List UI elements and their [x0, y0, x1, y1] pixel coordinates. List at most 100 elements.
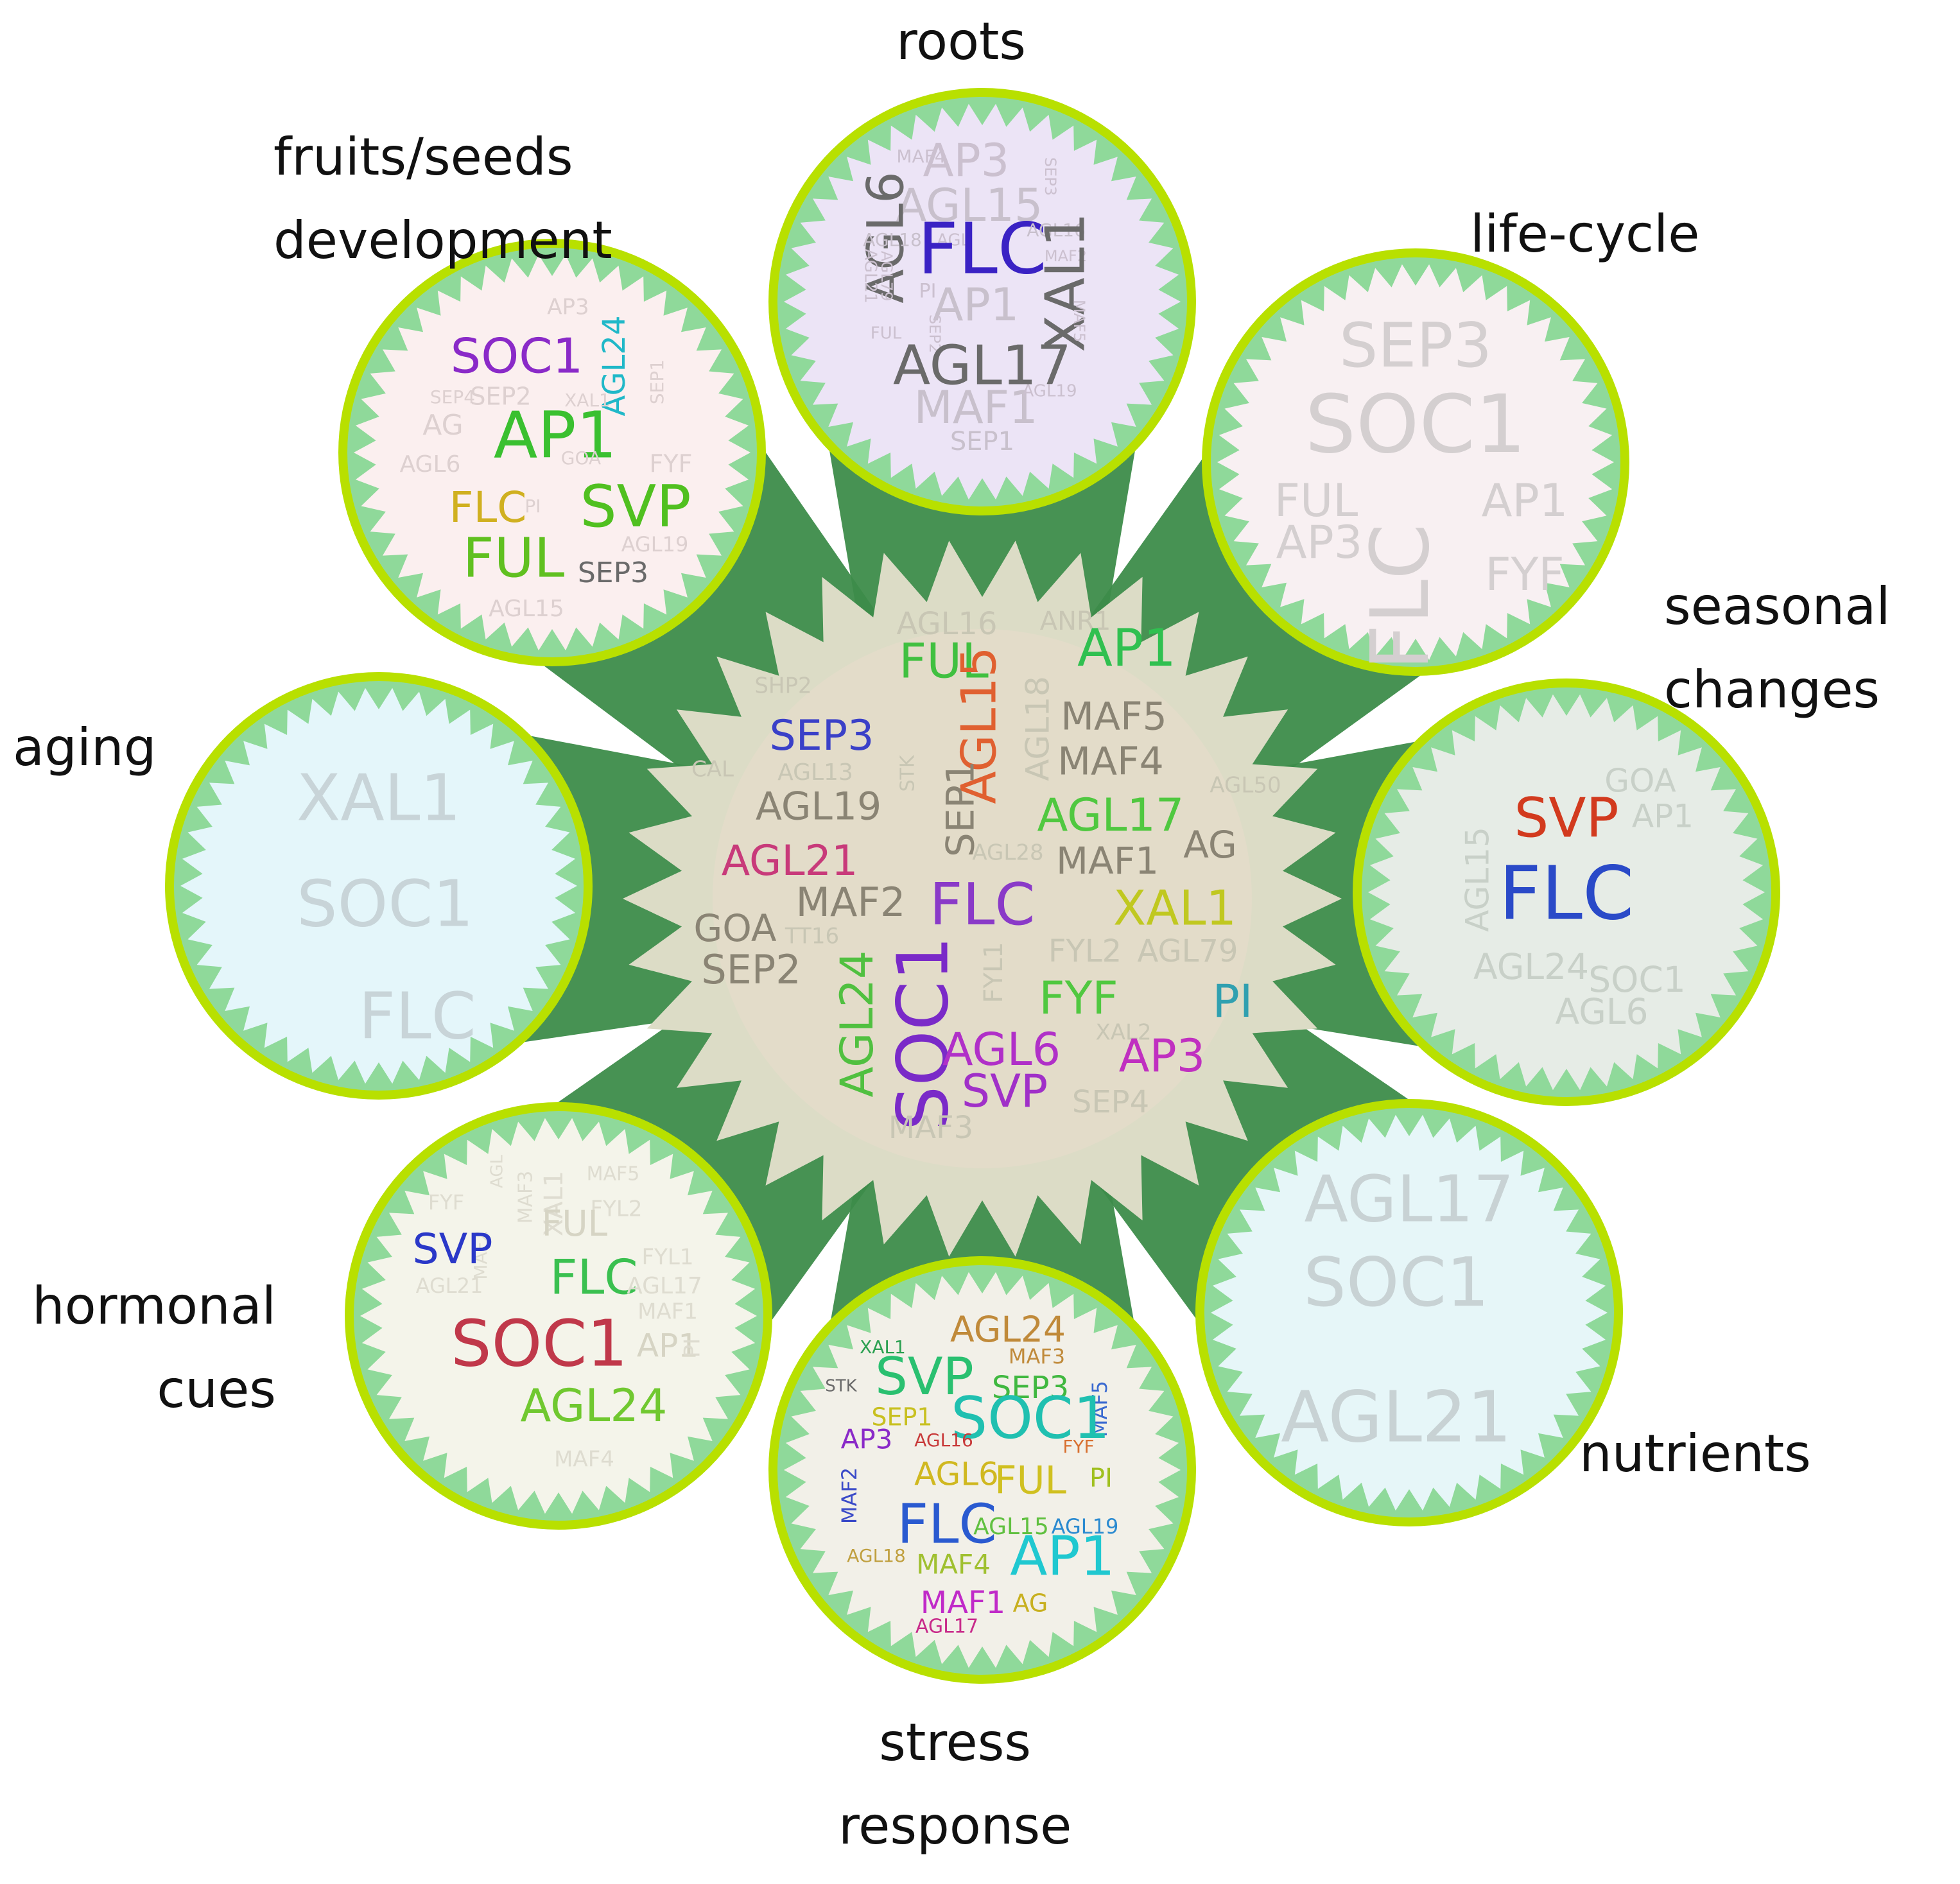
- word-stress-ful: FUL: [994, 1458, 1066, 1503]
- word-roots-ap3: AP3: [923, 134, 1010, 187]
- word-center-goa: GOA: [693, 906, 777, 950]
- word-center-xal2: XAL2: [1095, 1020, 1151, 1046]
- word-roots-maf5: MAF5: [1070, 300, 1088, 342]
- word-hormonal-maf2: MAF2: [470, 1230, 491, 1279]
- word-stress-maf3: MAF3: [1009, 1344, 1065, 1369]
- word-roots-agl6: AGL6: [857, 171, 915, 304]
- word-roots-sep2: SEP2: [926, 315, 944, 353]
- word-center-agl19: AGL19: [756, 784, 881, 829]
- word-stress-ap3: AP3: [841, 1424, 893, 1455]
- word-fruits-flc: FLC: [449, 483, 527, 532]
- word-center-maf1: MAF1: [1056, 839, 1159, 883]
- word-fruits-ful: FUL: [463, 526, 564, 590]
- word-seasonal-agl6: AGL6: [1556, 991, 1649, 1032]
- word-fruits-pi: PI: [525, 496, 541, 517]
- word-life_cycle-soc1: SOC1: [1305, 378, 1527, 471]
- word-stress-agl17: AGL17: [915, 1616, 978, 1638]
- word-hormonal-svp: SVP: [413, 1225, 493, 1274]
- word-aging-xal1: XAL1: [297, 760, 461, 835]
- word-roots-sep3: SEP3: [1041, 157, 1059, 196]
- petal-face: [360, 1118, 757, 1514]
- word-center-tt16: TT16: [785, 924, 839, 949]
- word-stress-agl19: AGL19: [1052, 1514, 1119, 1539]
- word-fruits-agl24: AGL24: [596, 315, 632, 416]
- word-hormonal-agl: AGL: [488, 1155, 507, 1188]
- word-roots-agl17: AGL17: [893, 334, 1071, 397]
- word-center-agl79: AGL79: [1137, 933, 1238, 969]
- word-roots-ap1: AP1: [933, 279, 1019, 331]
- word-life_cycle-sep3: SEP3: [1339, 311, 1492, 381]
- word-center-fyl2: FYL2: [1048, 933, 1122, 969]
- word-center-fyl1: FYL1: [979, 942, 1009, 1003]
- word-roots-pi: PI: [919, 281, 937, 303]
- word-roots-sep1: SEP1: [950, 427, 1014, 456]
- word-center-maf3: MAF3: [889, 1110, 973, 1146]
- word-stress-agl18: AGL18: [847, 1545, 906, 1566]
- word-hormonal-fyf: FYF: [428, 1190, 464, 1214]
- word-fruits-soc1: SOC1: [451, 328, 584, 385]
- word-stress-xal1: XAL1: [860, 1336, 906, 1358]
- word-seasonal-svp: SVP: [1514, 786, 1618, 850]
- word-center-sep2: SEP2: [701, 946, 801, 993]
- word-center-xal1: XAL1: [1113, 880, 1236, 937]
- word-stress-maf5: MAF5: [1088, 1381, 1112, 1437]
- word-hormonal-maf3: MAF3: [515, 1171, 537, 1224]
- word-fruits-agl19: AGL19: [621, 532, 689, 557]
- word-stress-agl15: AGL15: [973, 1514, 1049, 1540]
- word-fruits-sep1: SEP1: [646, 359, 668, 404]
- word-roots-agl16: AGL16: [1027, 220, 1086, 241]
- word-stress-sep3: SEP3: [992, 1370, 1069, 1406]
- word-aging-flc: FLC: [358, 978, 476, 1053]
- word-hormonal-flc: FLC: [550, 1249, 637, 1306]
- word-fruits-sep3: SEP3: [578, 557, 648, 589]
- label-nutrients: nutrients: [1579, 1424, 1811, 1483]
- word-roots-ful: FUL: [871, 324, 902, 343]
- word-fruits-svp: SVP: [580, 473, 691, 540]
- word-center-agl13: AGL13: [777, 759, 853, 786]
- petal-face: [180, 687, 577, 1084]
- word-center-agl15: AGL15: [951, 646, 1007, 804]
- word-center-flc: FLC: [930, 871, 1036, 938]
- word-seasonal-flc: FLC: [1499, 851, 1635, 937]
- word-stress-soc1: SOC1: [951, 1385, 1110, 1452]
- word-center-ap3: AP3: [1119, 1030, 1206, 1082]
- word-center-pi: PI: [1213, 975, 1253, 1028]
- label-aging: aging: [13, 718, 157, 777]
- word-center-stk: STK: [897, 754, 919, 791]
- word-center-cal: CAL: [691, 757, 734, 782]
- word-stress-ag: AG: [1013, 1589, 1048, 1618]
- petal-face: [1368, 694, 1765, 1091]
- word-center-anr1: ANR1: [1040, 607, 1111, 636]
- petal-face: [1217, 264, 1614, 661]
- word-stress-agl24: AGL24: [950, 1309, 1066, 1350]
- word-nutrients-agl17: AGL17: [1304, 1161, 1514, 1236]
- label-seasonal-changes: seasonal changes: [1664, 576, 1891, 720]
- word-hormonal-ap1: AP1: [637, 1327, 698, 1365]
- word-roots-agl15: AGL15: [896, 179, 1043, 232]
- word-fruits-ap3: AP3: [547, 295, 589, 320]
- word-center-ag: AG: [1183, 823, 1237, 867]
- word-hormonal-fyl1: FYL1: [642, 1245, 694, 1270]
- word-stress-svp: SVP: [875, 1347, 974, 1406]
- word-seasonal-agl24: AGL24: [1473, 946, 1589, 987]
- word-center-ap1: AP1: [1077, 618, 1176, 678]
- word-fruits-fyf: FYF: [650, 450, 693, 478]
- word-center-agl18: AGL18: [1019, 676, 1057, 781]
- word-hormonal-agl24: AGL24: [521, 1379, 668, 1432]
- petal-face: [784, 1272, 1181, 1668]
- word-life_cycle-fyf: FYF: [1485, 548, 1564, 601]
- word-life_cycle-ap3: AP3: [1276, 516, 1363, 569]
- word-hormonal-maf4: MAF4: [554, 1447, 614, 1473]
- word-fruits-goa: GOA: [561, 447, 601, 469]
- word-stress-fyf: FYF: [1062, 1436, 1094, 1457]
- word-center-ful: FUL: [899, 633, 989, 689]
